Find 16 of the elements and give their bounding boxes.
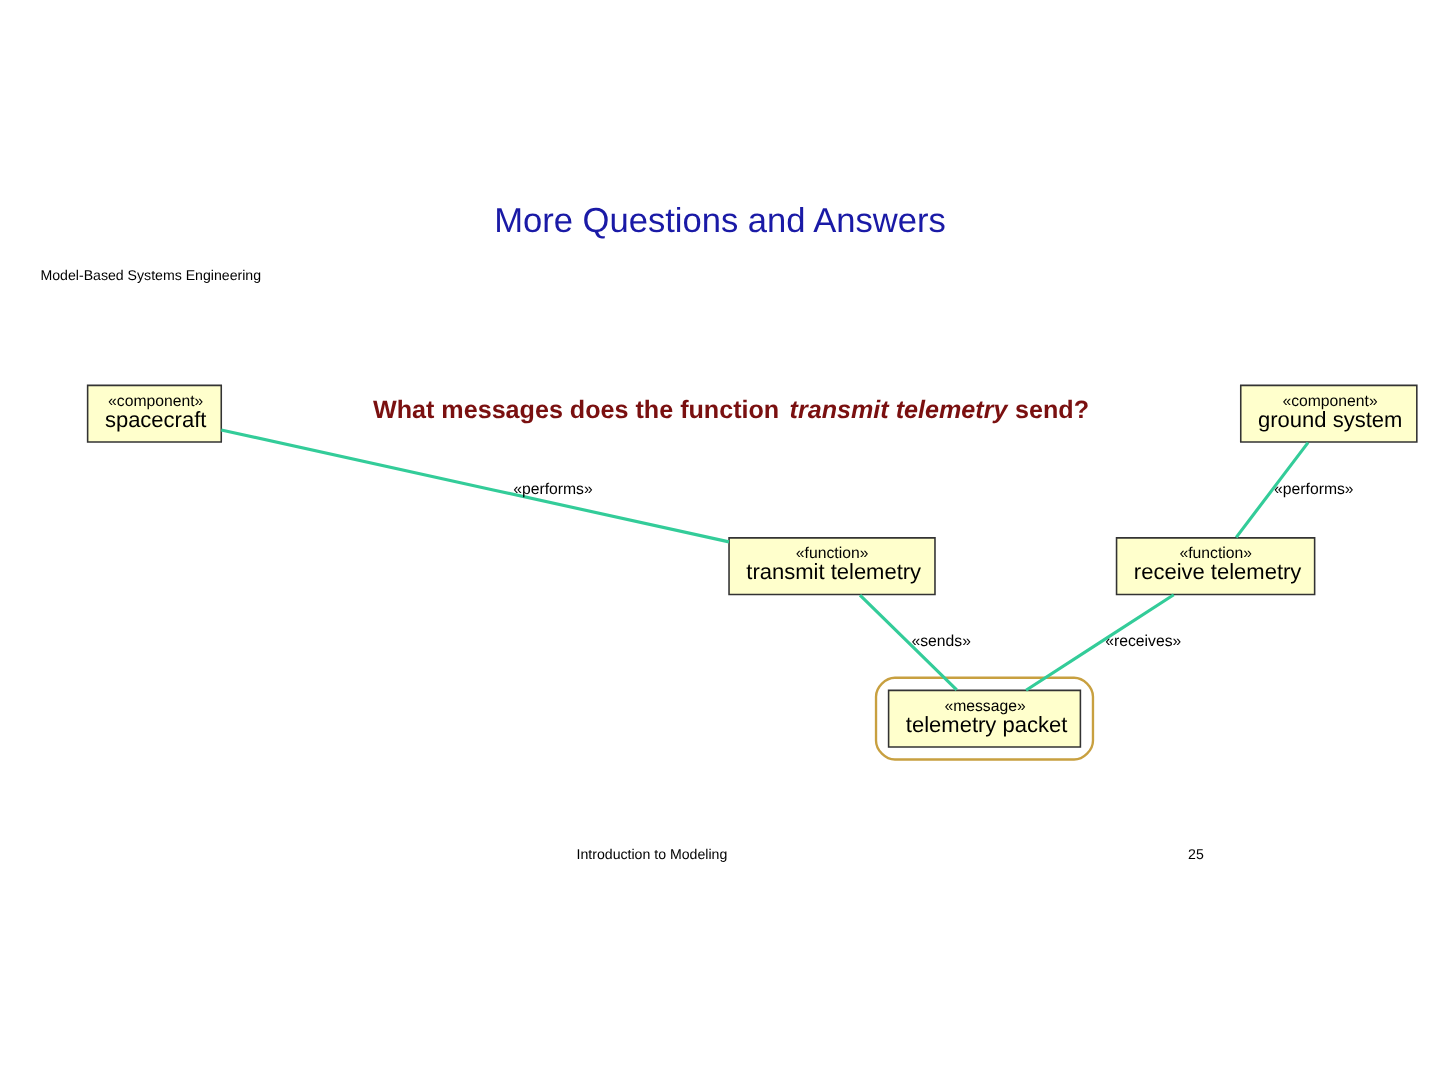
node-box: «message» telemetry packet — [887, 688, 1082, 747]
connector — [1025, 592, 1175, 691]
diagram-title: More Questions and Answers — [494, 199, 946, 240]
edge-label: «performs» — [513, 478, 593, 497]
connector — [220, 427, 730, 543]
node-box: «function» receive telemetry — [1115, 536, 1316, 595]
edge-label: «receives» — [1105, 631, 1182, 650]
node-box: «function» transmit telemetry — [728, 536, 936, 595]
connector — [858, 593, 958, 690]
node-box: «component» spacecraft — [86, 383, 223, 442]
node-box: «component» ground system — [1239, 383, 1418, 442]
edge-label: «performs» — [1274, 478, 1354, 497]
connector — [1234, 440, 1310, 538]
label: What messages does the function transmit telemetry send? — [372, 395, 1090, 424]
edge-label: «sends» — [911, 631, 971, 650]
cluster — [874, 675, 1095, 760]
